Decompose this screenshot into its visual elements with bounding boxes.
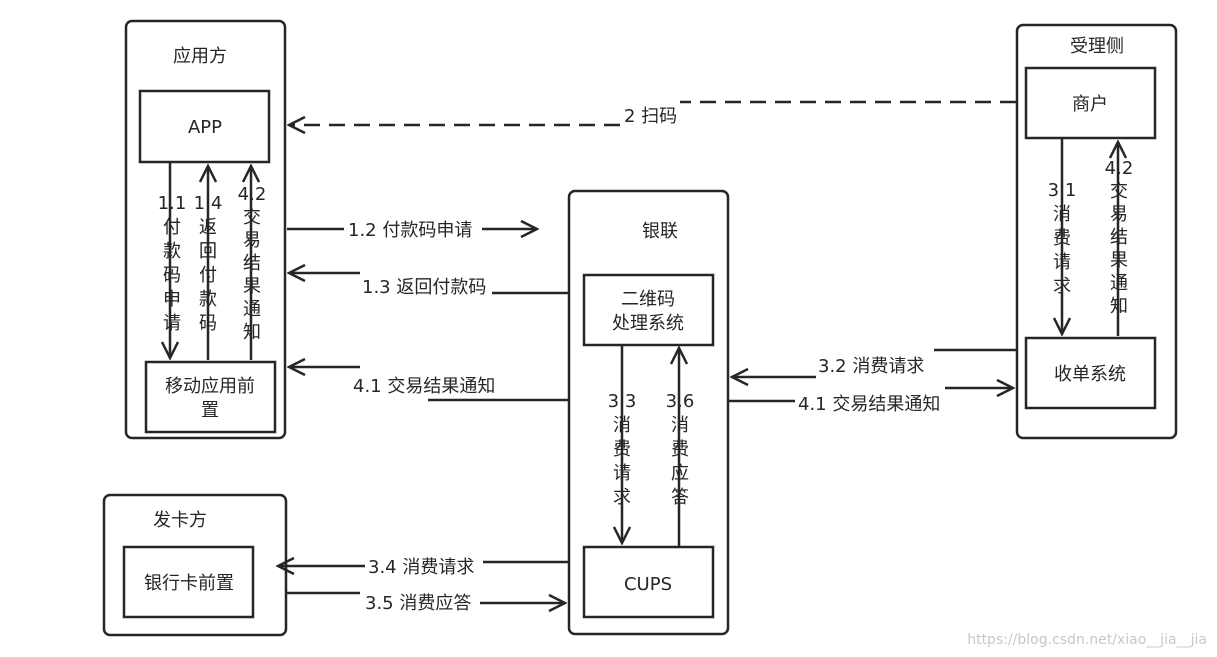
- box-app-label: APP: [188, 117, 222, 138]
- label-scan: 2 扫码: [624, 106, 677, 127]
- vlabel-group-v11: 1.1 付款码申请: [158, 193, 187, 334]
- vlabel-char: 回: [199, 241, 217, 262]
- group-app-side: [124, 19, 287, 440]
- box-qr-system-label-1: 二维码: [621, 289, 675, 310]
- vlabel-char: 消: [613, 415, 631, 436]
- group-title-unionpay: 银联: [642, 221, 678, 242]
- box-cups: [582, 545, 715, 619]
- vlabel-group-v36: 3.6 消费应答: [666, 391, 695, 508]
- box-pos-system: [1024, 336, 1157, 410]
- vlabel-group-v31: 3.1 消费请求: [1048, 180, 1077, 297]
- group-title-app-side: 应用方: [173, 46, 227, 67]
- vlabel-char: 易: [1110, 204, 1128, 225]
- group-unionpay: [567, 189, 730, 636]
- vlabel-char: 3.6: [666, 391, 695, 412]
- vlabel-char: 易: [243, 230, 261, 251]
- vlabel-char: 交: [243, 207, 261, 228]
- vlabel-char: 码: [163, 265, 181, 286]
- box-merchant-label: 商户: [1072, 94, 1108, 115]
- label-result-notify-right: 4.1 交易结果通知: [798, 394, 940, 415]
- vlabel-char: 请: [613, 463, 631, 484]
- vlabel-char: 付: [163, 217, 181, 238]
- vlabel-char: 知: [1110, 296, 1128, 317]
- vlabel-char: 1.4: [194, 193, 223, 214]
- vlabel-char: 结: [1110, 227, 1128, 248]
- vlabel-char: 消: [671, 415, 689, 436]
- box-bank-front: [122, 545, 255, 619]
- label-return-pay-code: 1.3 返回付款码: [362, 277, 486, 298]
- vlabel-group-v33: 3.3 消费请求: [608, 391, 637, 508]
- vlabel-char: 费: [613, 439, 631, 460]
- vlabel-char: 求: [1053, 276, 1071, 297]
- vlabel-char: 交: [1110, 181, 1128, 202]
- vlabel-char: 结: [243, 253, 261, 274]
- box-merchant: [1024, 66, 1157, 140]
- box-qr-system: [582, 273, 715, 347]
- vlabel-char: 消: [1053, 204, 1071, 225]
- vlabel-char: 请: [163, 313, 181, 334]
- vlabel-char: 1.1: [158, 193, 187, 214]
- vlabel-char: 3.3: [608, 391, 637, 412]
- box-qr-system-label-2: 处理系统: [612, 313, 684, 334]
- box-mobile-front-label-2: 置: [201, 400, 219, 421]
- vlabel-char: 请: [1053, 252, 1071, 273]
- vlabel-char: 款: [163, 241, 181, 262]
- group-title-acquirer: 受理侧: [1070, 36, 1124, 57]
- vlabel-char: 4.2: [238, 184, 267, 205]
- box-cups-label: CUPS: [624, 574, 672, 595]
- label-consume-request-right: 3.2 消费请求: [818, 356, 924, 377]
- box-mobile-front-label-1: 移动应用前: [165, 376, 255, 397]
- vlabel-char: 费: [1053, 228, 1071, 249]
- label-pay-code-request: 1.2 付款码申请: [348, 220, 472, 241]
- box-pos-system-label: 收单系统: [1054, 364, 1126, 385]
- vlabel-char: 费: [671, 439, 689, 460]
- label-result-notify-left: 4.1 交易结果通知: [353, 376, 495, 397]
- label-consume-request-issuer: 3.4 消费请求: [368, 557, 474, 578]
- vlabel-char: 答: [671, 487, 689, 508]
- vlabel-char: 款: [199, 289, 217, 310]
- box-app: [138, 89, 271, 164]
- vlabel-char: 应: [671, 463, 689, 484]
- vlabel-char: 3.1: [1048, 180, 1077, 201]
- vlabel-char: 4.2: [1105, 158, 1134, 179]
- vlabel-char: 果: [243, 276, 261, 297]
- watermark: https://blog.csdn.net/xiao__jia__jia: [967, 632, 1207, 648]
- vlabel-char: 通: [1110, 273, 1128, 294]
- box-bank-front-label: 银行卡前置: [144, 573, 234, 594]
- vlabel-char: 知: [243, 322, 261, 343]
- vlabel-char: 码: [199, 313, 217, 334]
- group-title-issuer: 发卡方: [153, 510, 207, 531]
- vlabel-char: 果: [1110, 250, 1128, 271]
- box-mobile-front: [144, 360, 277, 434]
- vlabel-char: 付: [199, 265, 217, 286]
- vlabel-group-v14: 1.4 返回付款码: [194, 193, 223, 334]
- vlabel-char: 返: [199, 217, 217, 238]
- label-consume-reply-issuer: 3.5 消费应答: [365, 593, 471, 614]
- vlabel-char: 通: [243, 299, 261, 320]
- vlabel-char: 求: [613, 487, 631, 508]
- group-acquirer: [1015, 23, 1178, 440]
- vlabel-char: 申: [163, 289, 181, 310]
